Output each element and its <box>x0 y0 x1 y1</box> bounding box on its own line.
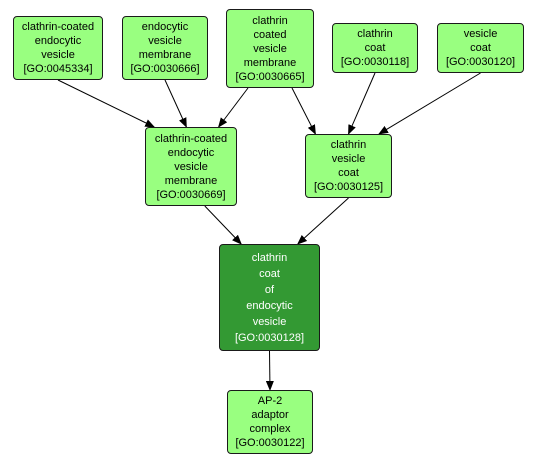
node-go-id: [GO:0045334] <box>23 63 93 75</box>
edge-n7-n8 <box>297 197 349 245</box>
node-line: membrane <box>243 56 297 69</box>
edge-n6-n8 <box>204 205 242 245</box>
node-line: coat <box>470 42 491 54</box>
node-go-id: [GO:0030128] <box>234 331 305 344</box>
edge-n2-n6 <box>164 79 187 128</box>
node-clathrin-coated-endocytic-vesicle[interactable]: clathrin-coated endocytic vesicle [GO:00… <box>13 16 103 80</box>
node-go-id: [GO:0030669] <box>156 188 226 201</box>
node-clathrin-coat-of-endocytic-vesicle[interactable]: clathrin coat of endocytic vesicle [GO:0… <box>219 244 320 351</box>
node-go-id: [GO:0030118] <box>340 56 410 68</box>
node-endocytic-vesicle-membrane[interactable]: endocytic vesicle membrane [GO:0030666] <box>122 16 208 80</box>
edge-n5-n7 <box>378 72 481 135</box>
node-line: endocytic <box>246 299 293 312</box>
node-line: coat <box>338 167 359 179</box>
node-line: AP-2 <box>257 395 283 407</box>
edge-n3-n7 <box>291 87 316 135</box>
node-line: vesicle <box>174 160 208 173</box>
node-line: clathrin <box>357 28 393 40</box>
node-clathrin-coated-vesicle-membrane[interactable]: clathrin coated vesicle membrane [GO:003… <box>226 9 314 88</box>
node-line: complex <box>249 423 291 435</box>
node-clathrin-vesicle-coat[interactable]: clathrin vesicle coat [GO:0030125] <box>305 134 392 198</box>
edge-n1-n6 <box>57 79 156 128</box>
node-go-id: [GO:0030665] <box>235 70 305 83</box>
node-line: clathrin-coated <box>154 132 228 145</box>
node-vesicle-coat[interactable]: vesicle coat [GO:0030120] <box>437 23 524 73</box>
node-line: endocytic <box>34 35 82 47</box>
node-line: coat <box>364 42 386 54</box>
node-go-id: [GO:0030125] <box>313 181 384 193</box>
node-line: vesicle <box>41 49 75 61</box>
node-go-id: [GO:0030122] <box>235 437 305 449</box>
node-line: adaptor <box>251 409 289 421</box>
node-line: membrane <box>138 49 192 61</box>
node-line: vesicle <box>331 153 366 165</box>
edge-n8-n9 <box>265 350 274 391</box>
node-go-id: [GO:0030666] <box>130 63 200 75</box>
node-line: clathrin <box>330 139 367 151</box>
node-line: clathrin-coated <box>21 21 95 33</box>
node-clathrin-coated-endocytic-vesicle-membrane[interactable]: clathrin-coated endocytic vesicle membra… <box>145 127 237 206</box>
node-line: vesicle <box>148 35 182 47</box>
node-line: vesicle <box>252 315 287 328</box>
edge-n3-n6 <box>217 87 249 128</box>
node-line: endocytic <box>167 146 215 159</box>
node-line: of <box>264 283 275 296</box>
node-line: vesicle <box>463 28 498 40</box>
edge-n4-n7 <box>348 72 376 135</box>
node-go-id: [GO:0030120] <box>445 56 516 68</box>
node-line: coat <box>259 267 280 280</box>
node-line: membrane <box>164 174 218 187</box>
node-line: endocytic <box>141 21 189 33</box>
node-line: vesicle <box>253 42 287 55</box>
node-line: clathrin <box>251 251 288 264</box>
node-line: clathrin <box>252 14 288 27</box>
node-ap-2-adaptor-complex[interactable]: AP-2 adaptor complex [GO:0030122] <box>227 390 313 454</box>
node-clathrin-coat[interactable]: clathrin coat [GO:0030118] <box>332 23 418 73</box>
node-line: coated <box>253 28 287 41</box>
